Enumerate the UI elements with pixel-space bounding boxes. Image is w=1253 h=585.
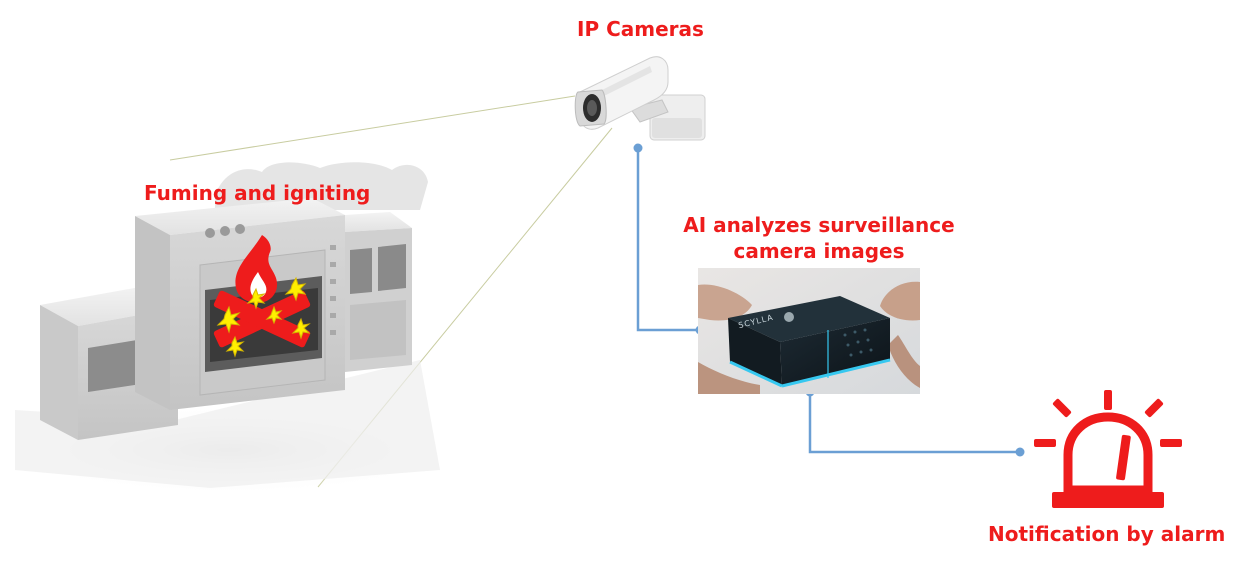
cctv-camera-icon [574, 56, 706, 141]
ai-analysis-label-line1: AI analyzes surveillance [683, 213, 955, 237]
ai-device-photo [698, 268, 920, 394]
factory-machine [0, 162, 460, 495]
fire-label: Fuming and igniting [144, 181, 371, 205]
alarm-label: Notification by alarm [988, 522, 1226, 546]
siren-icon [1034, 390, 1182, 508]
fire-icon [213, 235, 311, 358]
camera-label: IP Cameras [577, 17, 704, 41]
ai-analysis-label: AI analyzes surveillance camera images [676, 212, 962, 264]
connector-ai-to-alarm [805, 387, 1025, 457]
ai-analysis-label-line2: camera images [733, 239, 905, 263]
